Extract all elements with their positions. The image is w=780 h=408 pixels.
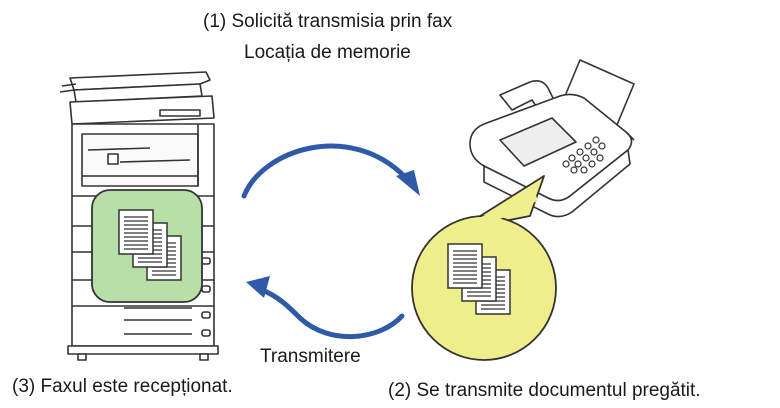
step3-label: (3) Faxul este recepționat. (12, 376, 233, 397)
memory-location-label: Locația de memorie (244, 42, 411, 63)
fax-machine-icon (469, 59, 635, 218)
transmission-label: Transmitere (260, 346, 361, 367)
step1-label: (1) Solicită transmisia prin fax (203, 11, 453, 32)
request-arrow (241, 143, 420, 199)
document-bubble (411, 175, 557, 361)
step2-label: (2) Se transmite documentul pregătit. (388, 380, 701, 401)
transmission-arrow (246, 276, 405, 339)
memory-box (91, 189, 203, 303)
fax-keypad (562, 136, 606, 174)
